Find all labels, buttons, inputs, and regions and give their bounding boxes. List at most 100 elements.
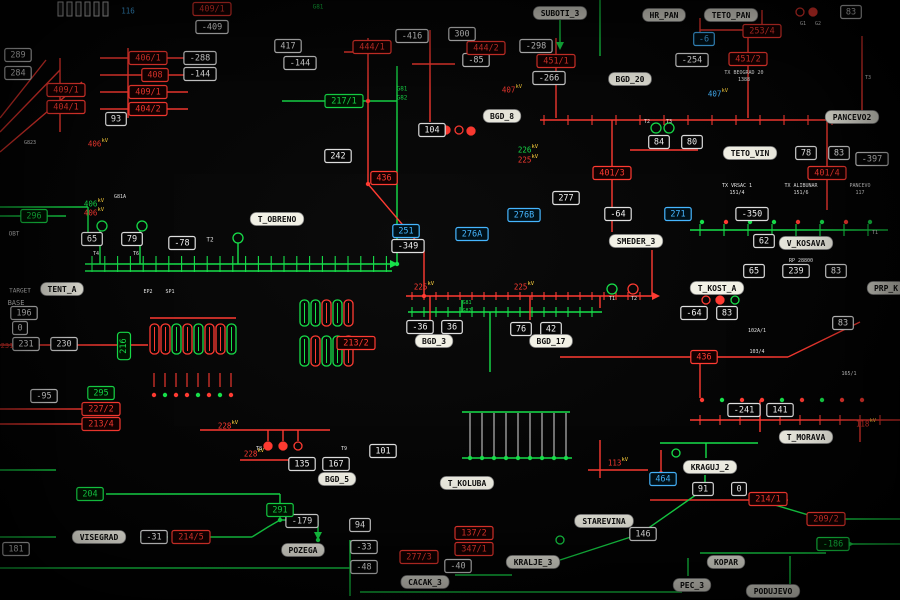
station-label[interactable]	[414, 334, 454, 348]
value-box[interactable]	[288, 456, 316, 472]
value-box[interactable]	[266, 502, 294, 518]
value-box[interactable]	[392, 223, 420, 239]
station-label[interactable]	[706, 555, 746, 569]
value-box[interactable]	[448, 26, 476, 42]
station-label[interactable]	[317, 472, 357, 486]
value-box[interactable]	[322, 456, 350, 472]
value-box[interactable]	[742, 23, 782, 39]
value-box[interactable]	[441, 319, 463, 335]
value-box[interactable]	[105, 111, 127, 127]
value-box[interactable]	[370, 170, 398, 186]
value-box[interactable]	[455, 226, 489, 242]
value-box[interactable]	[649, 471, 677, 487]
node-circle[interactable]	[278, 441, 288, 451]
value-box[interactable]	[50, 336, 78, 352]
value-box[interactable]	[418, 122, 446, 138]
node-circle[interactable]	[136, 220, 148, 232]
value-box[interactable]	[795, 145, 817, 161]
station-label[interactable]	[71, 530, 127, 544]
node-circle[interactable]	[715, 295, 725, 305]
station-label[interactable]	[532, 6, 588, 20]
value-box[interactable]	[349, 517, 371, 533]
value-box[interactable]	[81, 416, 121, 432]
value-box[interactable]	[76, 486, 104, 502]
value-box[interactable]	[840, 4, 862, 20]
value-box[interactable]	[680, 305, 708, 321]
value-box[interactable]	[807, 165, 847, 181]
value-box[interactable]	[352, 39, 392, 55]
value-box[interactable]	[4, 65, 32, 81]
value-box[interactable]	[855, 151, 889, 167]
station-label[interactable]	[574, 514, 634, 528]
node-circle[interactable]	[650, 122, 662, 134]
value-box[interactable]	[454, 525, 494, 541]
value-box[interactable]	[466, 40, 506, 56]
station-label[interactable]	[505, 555, 561, 569]
value-box[interactable]	[20, 208, 48, 224]
value-box[interactable]	[748, 491, 788, 507]
value-box[interactable]	[536, 53, 576, 69]
station-label[interactable]	[824, 110, 880, 124]
value-box[interactable]	[828, 145, 850, 161]
value-box[interactable]	[816, 536, 850, 552]
value-box[interactable]	[12, 336, 40, 352]
value-box[interactable]	[519, 38, 553, 54]
value-box[interactable]	[121, 231, 143, 247]
value-box[interactable]	[87, 385, 115, 401]
node-circle[interactable]	[555, 535, 565, 545]
value-box[interactable]	[140, 529, 168, 545]
value-box[interactable]	[444, 558, 472, 574]
node-circle[interactable]	[808, 7, 818, 17]
node-circle[interactable]	[701, 295, 711, 305]
value-box[interactable]	[395, 28, 429, 44]
station-label[interactable]	[778, 430, 834, 444]
node-circle[interactable]	[671, 448, 681, 458]
value-box[interactable]	[648, 134, 670, 150]
value-box[interactable]	[825, 263, 847, 279]
station-label[interactable]	[672, 578, 712, 592]
node-circle[interactable]	[454, 125, 464, 135]
station-label[interactable]	[722, 146, 778, 160]
value-box[interactable]	[324, 148, 352, 164]
node-circle[interactable]	[730, 295, 740, 305]
node-circle[interactable]	[263, 441, 273, 451]
value-box[interactable]	[681, 134, 703, 150]
node-circle[interactable]	[232, 232, 244, 244]
value-box[interactable]	[81, 231, 103, 247]
value-box[interactable]	[693, 31, 715, 47]
value-box[interactable]	[629, 526, 657, 542]
value-box[interactable]	[716, 305, 738, 321]
station-label[interactable]	[400, 575, 450, 589]
value-box[interactable]	[406, 319, 434, 335]
value-box[interactable]	[552, 190, 580, 206]
value-box[interactable]	[604, 206, 632, 222]
value-box[interactable]	[4, 47, 32, 63]
value-box[interactable]	[141, 67, 169, 83]
value-box[interactable]	[735, 206, 769, 222]
value-box[interactable]	[168, 235, 196, 251]
node-circle[interactable]	[606, 283, 618, 295]
value-box[interactable]	[10, 305, 38, 321]
station-label[interactable]	[642, 8, 686, 22]
value-box[interactable]	[171, 529, 211, 545]
value-box[interactable]	[766, 402, 794, 418]
value-box[interactable]	[728, 51, 768, 67]
value-box[interactable]	[592, 165, 632, 181]
value-box[interactable]	[690, 349, 718, 365]
station-label[interactable]	[482, 109, 522, 123]
value-box[interactable]	[128, 84, 168, 100]
value-box[interactable]	[274, 38, 302, 54]
value-box[interactable]	[675, 52, 709, 68]
value-box[interactable]	[46, 82, 86, 98]
value-box[interactable]	[283, 55, 317, 71]
value-box[interactable]	[532, 70, 566, 86]
node-circle[interactable]	[293, 441, 303, 451]
station-label[interactable]	[778, 236, 834, 250]
station-label[interactable]	[703, 8, 759, 22]
node-circle[interactable]	[627, 283, 639, 295]
value-box[interactable]	[510, 321, 532, 337]
value-box[interactable]	[782, 263, 810, 279]
station-label[interactable]	[281, 543, 325, 557]
value-box[interactable]	[195, 19, 229, 35]
value-box[interactable]	[730, 481, 747, 497]
